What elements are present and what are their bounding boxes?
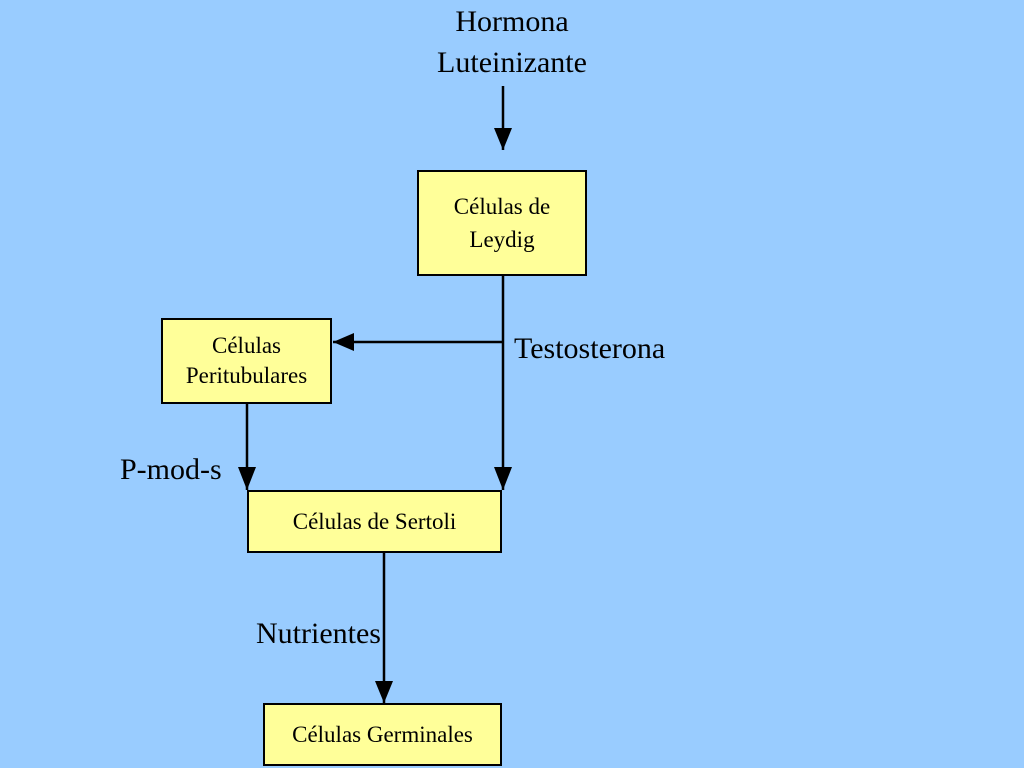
edge-label-nutrientes: Nutrientes [256,617,381,650]
node-celulas-germinales: Células Germinales [263,703,502,766]
node-celulas-peritubulares: Células Peritubulares [161,318,332,404]
hormona-line-2: Luteinizante [437,45,587,79]
arrowhead-germinales [375,681,393,703]
node-peritubulares-line-2: Peritubulares [185,363,308,388]
node-leydig-line-2: Leydig [469,227,535,252]
node-celulas-leydig: Células de Leydig [417,170,587,276]
node-celulas-sertoli: Células de Sertoli [247,490,502,553]
node-germinales-line-1: Células Germinales [292,721,473,747]
arrowhead-sertoli-right [494,467,512,490]
node-sertoli-line-1: Células de Sertoli [292,508,457,534]
arrowhead-sertoli-left [238,467,256,490]
node-leydig-line-1: Células de [453,193,551,219]
edge-label-testosterona: Testosterona [514,332,666,365]
arrowhead-leydig [494,128,512,150]
hormona-line-1: Hormona [455,5,569,38]
hormona-luteinizante-label: Hormona Luteinizante [412,2,612,83]
arrowhead-peritubulares [333,333,354,351]
edge-label-pmods: P-mod-s [120,453,222,486]
node-peritubulares-line-1: Células [212,333,281,359]
